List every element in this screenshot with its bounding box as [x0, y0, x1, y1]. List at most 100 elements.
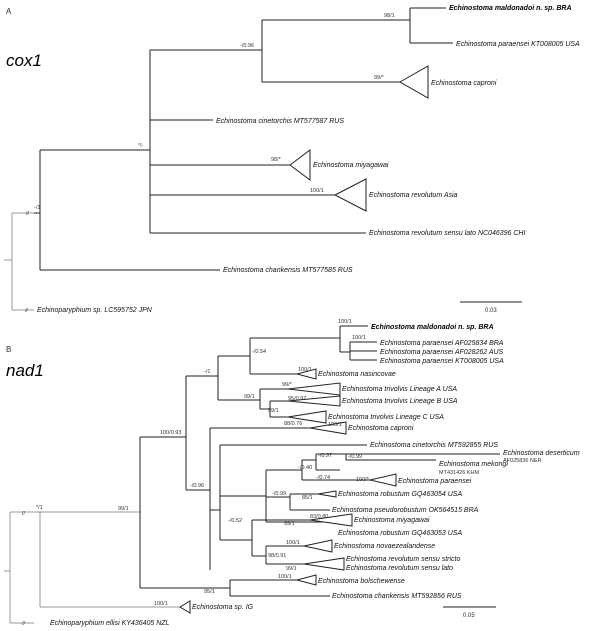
tree-b-support: 100/0.93 — [160, 430, 181, 436]
collapsed-clade-trivolvis-c — [287, 410, 327, 424]
tree-a-branches — [4, 7, 453, 311]
tree-b-support: 85/1 — [302, 495, 313, 501]
tree-a-taxon: Echinostoma cinetorchis MT577587 RUS — [216, 118, 344, 125]
collapsed-clade-novaezealandense — [303, 539, 333, 553]
tree-b-taxon: Echinostoma revolutum sensu stricto — [346, 556, 460, 563]
collapsed-clade-bolschewense — [295, 574, 317, 586]
tree-a-taxon: Echinostoma revolutum sensu lato NC04639… — [369, 230, 525, 237]
tree-b-support: 98/0.91 — [268, 553, 286, 559]
tree-b-break-mark: // — [22, 511, 26, 517]
tree-b-taxon: Echinostoma novaezealandense — [334, 543, 435, 550]
collapsed-clade-trivolvis-b — [287, 395, 341, 407]
tree-b-taxon: Echinostoma nasincovae — [318, 371, 396, 378]
tree-b-support: 83/0.80 — [310, 514, 328, 520]
panel-a-gene-label: cox1 — [6, 51, 42, 70]
tree-a-support: 98/* — [271, 157, 282, 163]
scale-bar-b-label: 0.05 — [463, 613, 475, 619]
tree-a-support: -/0.96 — [240, 43, 254, 49]
tree-a-support: 98/1 — [384, 13, 395, 19]
tree-b-support: 99/* — [282, 382, 293, 388]
tree-b-taxon: Echinostoma cinetorchis MT592855 RUS — [370, 442, 498, 449]
tree-b-support: 100/1 — [286, 540, 300, 546]
panel-a-letter: A — [6, 7, 12, 16]
collapsed-clade-revolutum-ss — [303, 557, 345, 571]
tree-b-taxon: Echinoparyphium ellisi KY436405 NZL — [50, 620, 170, 627]
collapsed-clade-trivolvis-a — [287, 382, 341, 396]
tree-b-support: 100/1 — [278, 574, 292, 580]
tree-b-taxon: Echinostoma sp. IG — [192, 604, 254, 611]
tree-b-support: 100/1 — [328, 422, 342, 428]
tree-b-taxon: Echinostoma pseudorobustum OK564515 BRA — [332, 507, 479, 514]
tree-a-taxon: Echinostoma chankensis MT577585 RUS — [223, 267, 353, 274]
tree-b-support: 99/1 — [118, 506, 129, 512]
tree-b-support: 100/1 — [298, 367, 312, 373]
tree-b-support: 99/1 — [284, 521, 295, 527]
tree-b-support: 100/1 — [338, 319, 352, 325]
tree-a-taxon: Echinostoma paraensei KT008005 USA — [456, 41, 580, 48]
tree-a-collapsed-clades — [289, 65, 429, 212]
tree-a-support: 99/* — [374, 75, 385, 81]
tree-b-taxon: Echinostoma caproni — [348, 425, 414, 432]
tree-a-taxon: Echinoparyphium sp. LC595752 JPN — [37, 307, 153, 314]
tree-b-taxon: Echinostoma paraensei — [398, 478, 472, 485]
tree-b-support: 100/* — [356, 477, 370, 483]
tree-b-support: 100/1 — [352, 335, 366, 341]
collapsed-clade-caproni-b — [309, 421, 347, 435]
tree-b-break-mark: // — [22, 621, 26, 627]
tree-b-support: 99/1 — [286, 566, 297, 572]
tree-a-support: */- — [138, 143, 144, 149]
tree-b-support: 95/0.97 — [288, 396, 306, 402]
tree-b-taxon: Echinostoma paraensei KT008005 USA — [380, 358, 504, 365]
collapsed-clade-revolutum-asia — [333, 178, 367, 212]
tree-b-support: -/0.40 — [298, 465, 312, 471]
tree-a-taxon: Echinostoma caproni — [431, 80, 497, 87]
collapsed-clade-caproni — [398, 65, 429, 99]
panel-b-letter: B — [6, 345, 11, 354]
tree-b-support: -/0.96 — [190, 483, 204, 489]
tree-a-taxon: Echinostoma maldonadoi n. sp. BRA — [449, 5, 572, 12]
tree-b-taxon: Echinostoma revolutum sensu lato — [346, 565, 453, 572]
tree-b-support: 95/1 — [204, 589, 215, 595]
tree-b-taxon: Echinostoma paraensei AF025834 BRA — [380, 340, 504, 347]
tree-b-taxon: Echinostoma mekongi — [439, 461, 508, 468]
collapsed-clade-paraensei-b — [369, 473, 397, 487]
tree-b-support: -/0.54 — [252, 349, 266, 355]
tree-b-support: 99/1 — [244, 394, 255, 400]
collapsed-clade-nasincovae — [295, 368, 317, 380]
tree-b-support: -/0.99 — [272, 491, 286, 497]
tree-a-taxon: Echinostoma miyagawai — [313, 162, 389, 169]
tree-b-taxon: Echinostoma trivolvis Lineage C USA — [328, 414, 444, 421]
tree-b-collapsed-clades — [179, 368, 397, 614]
tree-b-support: 100/1 — [154, 601, 168, 607]
tree-a-break-mark: // — [26, 211, 30, 217]
tree-a-support: -/1 — [34, 205, 40, 211]
scale-bar-a-label: 0.03 — [485, 308, 497, 314]
tree-b-branches — [4, 325, 500, 624]
collapsed-clade-miyagawai — [289, 149, 311, 181]
tree-b-support: -/1 — [204, 369, 210, 375]
tree-a-support: 100/1 — [310, 188, 324, 194]
tree-b-taxon: Echinostoma bolschewense — [318, 578, 405, 585]
tree-b-taxon: Echinostoma miyagawai — [354, 517, 430, 524]
tree-b-taxon: Echinostoma trivolvis Lineage A USA — [342, 386, 457, 393]
tree-b-taxon: Echinostoma maldonadoi n. sp. BRA — [371, 324, 494, 331]
collapsed-clade-robustum — [317, 490, 337, 498]
collapsed-clade-miyagawai-b — [309, 513, 353, 527]
tree-b-taxon: Echinostoma deserticum — [503, 450, 580, 457]
tree-b-support: */1 — [36, 505, 43, 511]
tree-b-accession: AF025836 NER — [503, 458, 542, 464]
tree-a-break-mark: // — [25, 308, 29, 314]
tree-b-support: 99/1 — [268, 408, 279, 414]
tree-b-support: -/0.74 — [316, 475, 330, 481]
collapsed-clade-sp-ig — [179, 600, 191, 614]
tree-b-taxon: Echinostoma chankensis MT592856 RUS — [332, 593, 462, 600]
tree-b-taxon: Echinostoma paraensei AF028262 AUS — [380, 349, 504, 356]
tree-b-support: -/0.97 — [318, 453, 332, 459]
tree-b-taxon: Echinostoma trivolvis Lineage B USA — [342, 398, 458, 405]
tree-b-support: -/0.99 — [348, 454, 362, 460]
panel-b-gene-label: nad1 — [6, 361, 44, 380]
tree-b-support: -/0.52 — [228, 518, 242, 524]
tree-b-accession: MT431426 KHM — [439, 470, 479, 476]
tree-b-taxon: Echinostoma robustum GQ463054 USA — [338, 491, 462, 498]
